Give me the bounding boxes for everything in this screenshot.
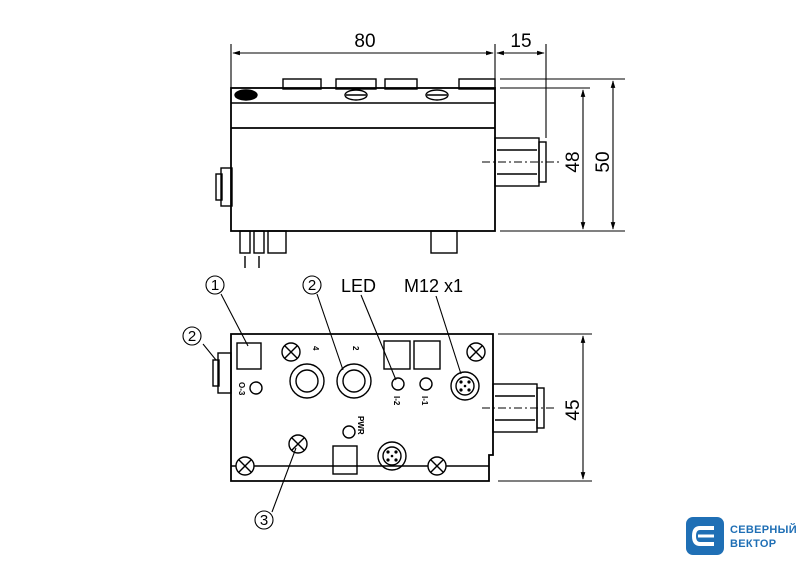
logo-line1: СЕВЕРНЫЙ [730,523,797,536]
callout-3: 3 [260,512,268,529]
label-led: LED [341,276,376,296]
callout-1: 1 [211,277,219,294]
label-pwr: PWR [356,416,365,435]
company-logo: СЕВЕРНЫЙ ВЕКТОР [686,517,797,555]
label-in-1: I-1 [420,396,429,406]
callout-2-left: 2 [188,328,196,345]
label-in-2: I-2 [392,396,401,406]
dim-total-height: 50 [593,151,614,172]
dim-length: 80 [354,31,375,52]
dimension-lines-top [230,44,547,138]
logo-line2: ВЕКТОР [730,538,776,550]
top-view [212,333,555,482]
dim-body-height: 48 [563,151,584,172]
leader-lines [202,293,462,513]
dim-width: 45 [563,399,584,420]
label-thread: M12 x1 [404,276,463,296]
dimension-lines-topview [498,333,592,482]
label-port-4: 4 [311,346,320,351]
label-port-2: 2 [351,346,360,351]
mounting-screws [235,342,486,476]
side-body [230,87,496,232]
callout-circles [182,275,322,530]
side-view [215,78,560,268]
top-body [230,333,494,482]
dimension-lines-side [500,78,625,232]
callout-2-top: 2 [308,277,316,294]
dim-connector-depth: 15 [510,31,531,52]
label-out-3: O-3 [237,382,246,396]
m12-pins [386,380,471,462]
